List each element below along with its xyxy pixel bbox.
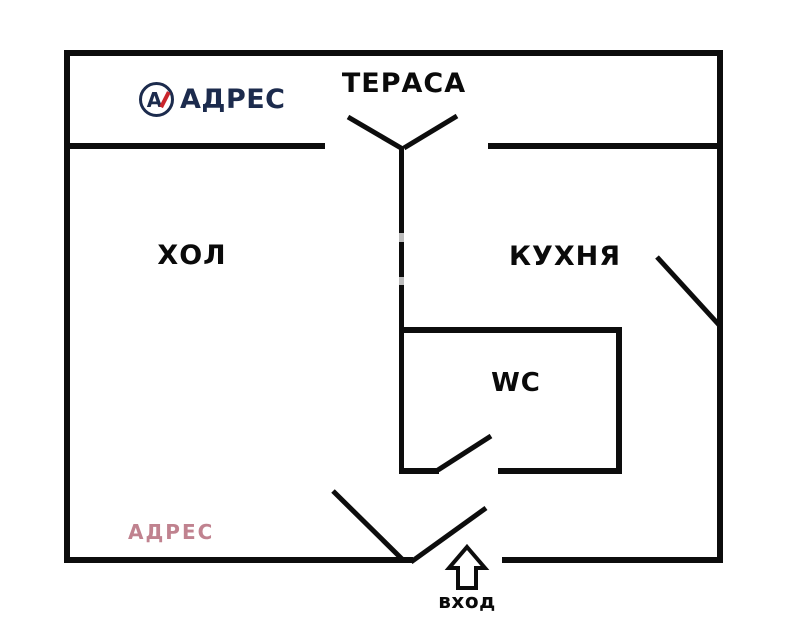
wall-terrace-right bbox=[488, 143, 723, 149]
living-room-label: ХОЛ bbox=[157, 240, 227, 271]
wall-terrace-left bbox=[64, 143, 325, 149]
terrace-door-right-leaf bbox=[402, 113, 459, 151]
wall-wc-bottom-left bbox=[399, 468, 439, 474]
wall-wc-bottom-right bbox=[498, 468, 622, 474]
terrace-label: ТЕРАСА bbox=[341, 68, 467, 99]
entrance-label: вход bbox=[438, 589, 496, 613]
wc-label: WC bbox=[491, 368, 541, 398]
wall-top bbox=[64, 50, 723, 56]
wall-watermark-gap bbox=[399, 233, 404, 242]
entrance-arrow-icon bbox=[444, 543, 490, 590]
wc-door-leaf bbox=[436, 433, 493, 473]
wall-right bbox=[717, 50, 723, 563]
adres-watermark: АДРЕС bbox=[128, 520, 215, 544]
wall-wc-right bbox=[616, 327, 622, 474]
wall-bottom-right bbox=[502, 557, 723, 563]
wall-wc-top bbox=[399, 327, 622, 333]
entrance-door-left-leaf bbox=[331, 489, 405, 562]
kitchen-door-leaf bbox=[655, 255, 722, 328]
wall-left bbox=[64, 50, 70, 563]
entrance-door-right-leaf bbox=[409, 505, 488, 565]
terrace-door-left-leaf bbox=[346, 114, 403, 151]
logo-text: АДРЕС bbox=[180, 84, 286, 115]
adres-logo: A АДРЕС bbox=[139, 82, 286, 117]
wall-watermark-gap bbox=[399, 277, 404, 285]
adres-logo-icon: A bbox=[139, 82, 174, 117]
wall-bottom-left bbox=[64, 557, 413, 563]
wall-center-vertical bbox=[399, 146, 404, 474]
logo-monogram: A bbox=[146, 87, 163, 112]
kitchen-label: КУХНЯ bbox=[508, 241, 622, 272]
